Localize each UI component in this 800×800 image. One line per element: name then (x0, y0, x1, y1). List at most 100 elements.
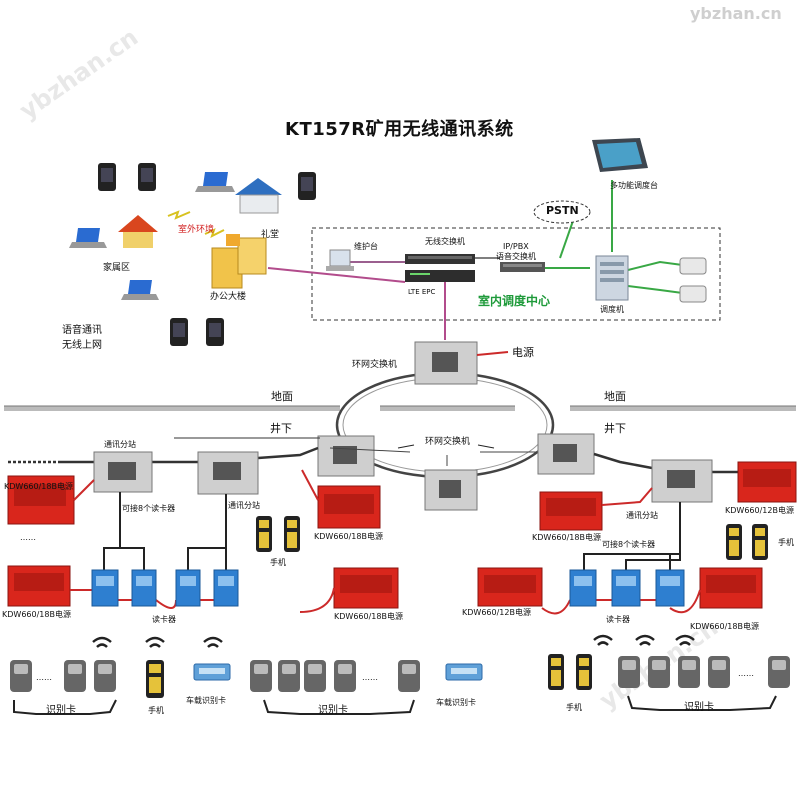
card-reader-label-right: 读卡器 (606, 615, 630, 624)
ring-switch-top-icon (414, 341, 478, 385)
id-card-icon (250, 660, 272, 692)
ground-line-mid (380, 405, 515, 411)
voice-switch-icon (500, 262, 545, 272)
ip-pbx-label: IP/PBX (503, 242, 529, 251)
power-d-right-label: KDW660/18B电源 (690, 622, 759, 631)
dispatch-center-boundary (311, 227, 721, 321)
card-reader-icon (91, 569, 119, 607)
voice-comm-label: 语音通讯 (62, 325, 102, 336)
power-label: 电源 (512, 346, 534, 359)
id-card-icon (334, 660, 356, 692)
comm-station-1-icon (93, 451, 153, 493)
auditorium-label: 礼堂 (261, 230, 280, 240)
ring-switch-left-icon (317, 435, 375, 477)
multi-console-label: 多功能调度台 (610, 181, 658, 190)
id-card-label-right: 识别卡 (684, 702, 714, 713)
mining-phone-icon (284, 516, 300, 552)
wireless-signal-icon (675, 634, 695, 646)
ring-switch-top-label: 环网交换机 (352, 360, 398, 370)
auditorium-building-icon (235, 178, 282, 214)
wireless-switch-label: 无线交换机 (425, 237, 465, 246)
dispatcher-machine-icon (595, 255, 629, 301)
mining-phone-icon (146, 660, 164, 698)
comm-station-right-icon (651, 459, 713, 503)
ground-line-left (4, 405, 340, 411)
wireless-switch-icon (405, 254, 475, 264)
id-card-icon (768, 656, 790, 688)
id-card-icon (64, 660, 86, 692)
house-icon (118, 215, 158, 248)
card-reader-icon (175, 569, 201, 607)
laptop-icon (195, 172, 235, 192)
card-reader-icon (569, 569, 597, 607)
id-card-icon (10, 660, 32, 692)
mining-phone-icon (726, 524, 742, 560)
mobile-phone-icon (98, 163, 116, 191)
power-supply-box-icon (317, 485, 381, 529)
vehicle-id-card-icon (193, 663, 231, 681)
phone-label-bottom-left: 手机 (148, 706, 164, 715)
mobile-phone-icon (170, 318, 188, 346)
id-card-icon (618, 656, 640, 688)
dispatcher-label: 调度机 (600, 305, 624, 314)
card-reader-icon (655, 569, 685, 607)
ring-switch-middle-icon (424, 469, 478, 511)
id-card-icon (678, 656, 700, 688)
vehicle-card-label-1: 车载识别卡 (186, 696, 226, 705)
phone-label-right: 手机 (778, 538, 794, 547)
dispatch-center-label: 室内调度中心 (478, 294, 551, 308)
voice-switch-label: 语音交换机 (496, 252, 536, 261)
card-reader-label-left: 读卡器 (152, 615, 176, 624)
ellipsis-left-cards-2: …… (362, 673, 378, 682)
vehicle-id-card-icon (445, 663, 483, 681)
ellipsis-right-cards: …… (738, 669, 754, 678)
diagram-title: KT157R矿用无线通讯系统 (285, 119, 514, 140)
card-reader-icon (213, 569, 239, 607)
office-building-icon (211, 234, 267, 289)
comm-station-2-label: 通讯分站 (228, 501, 260, 510)
pstn-label: PSTN (546, 204, 579, 217)
laptop-icon (121, 280, 159, 300)
desk-phone-icon (679, 285, 707, 303)
mining-phone-icon (752, 524, 768, 560)
lte-epc-icon (405, 270, 475, 282)
ellipsis-left-top: …… (20, 533, 36, 542)
power-supply-box-icon (539, 491, 603, 531)
id-card-label-2: 识别卡 (318, 705, 348, 716)
id-card-icon (648, 656, 670, 688)
id-card-icon (708, 656, 730, 688)
outdoor-env-label: 室外环境 (178, 225, 215, 235)
office-building-label: 办公大楼 (210, 292, 247, 302)
power-d-label: KDW660/18B电源 (334, 612, 403, 621)
desk-phone-icon (679, 257, 707, 275)
wireless-signal-icon (203, 636, 223, 648)
power-c-right-label: KDW660/12B电源 (462, 608, 531, 617)
comm-station-2-icon (197, 451, 259, 495)
mobile-phone-icon (206, 318, 224, 346)
maintenance-label: 维护台 (354, 242, 378, 251)
wireless-signal-icon (593, 634, 613, 646)
mobile-phone-icon (138, 163, 156, 191)
ground-label-right: 地面 (604, 390, 626, 403)
power-supply-box-icon (7, 475, 75, 525)
comm-station-right-label: 通讯分站 (626, 511, 658, 520)
underground-label-left: 井下 (270, 422, 292, 435)
maintenance-console-icon (326, 249, 354, 271)
mining-phone-icon (256, 516, 272, 552)
comm-station-1-label: 通讯分站 (104, 440, 136, 449)
power-a-label: KDW660/18B电源 (4, 482, 73, 491)
phone-label-left: 手机 (270, 558, 286, 567)
power-supply-box-icon (7, 565, 71, 607)
lte-epc-label: LTE EPC (408, 288, 436, 296)
power-supply-box-icon (477, 567, 543, 607)
id-card-label-1: 识别卡 (46, 705, 76, 716)
power-supply-box-icon (333, 567, 399, 609)
wireless-signal-icon (145, 636, 165, 648)
watermark-top-right: ybzhan.cn (690, 4, 782, 23)
power-a-right-label: KDW660/12B电源 (725, 506, 794, 515)
pstn-cloud-icon (533, 200, 591, 224)
mining-phone-icon (548, 654, 564, 690)
vehicle-card-label-2: 车载识别卡 (436, 698, 476, 707)
power-supply-box-icon (737, 461, 797, 503)
